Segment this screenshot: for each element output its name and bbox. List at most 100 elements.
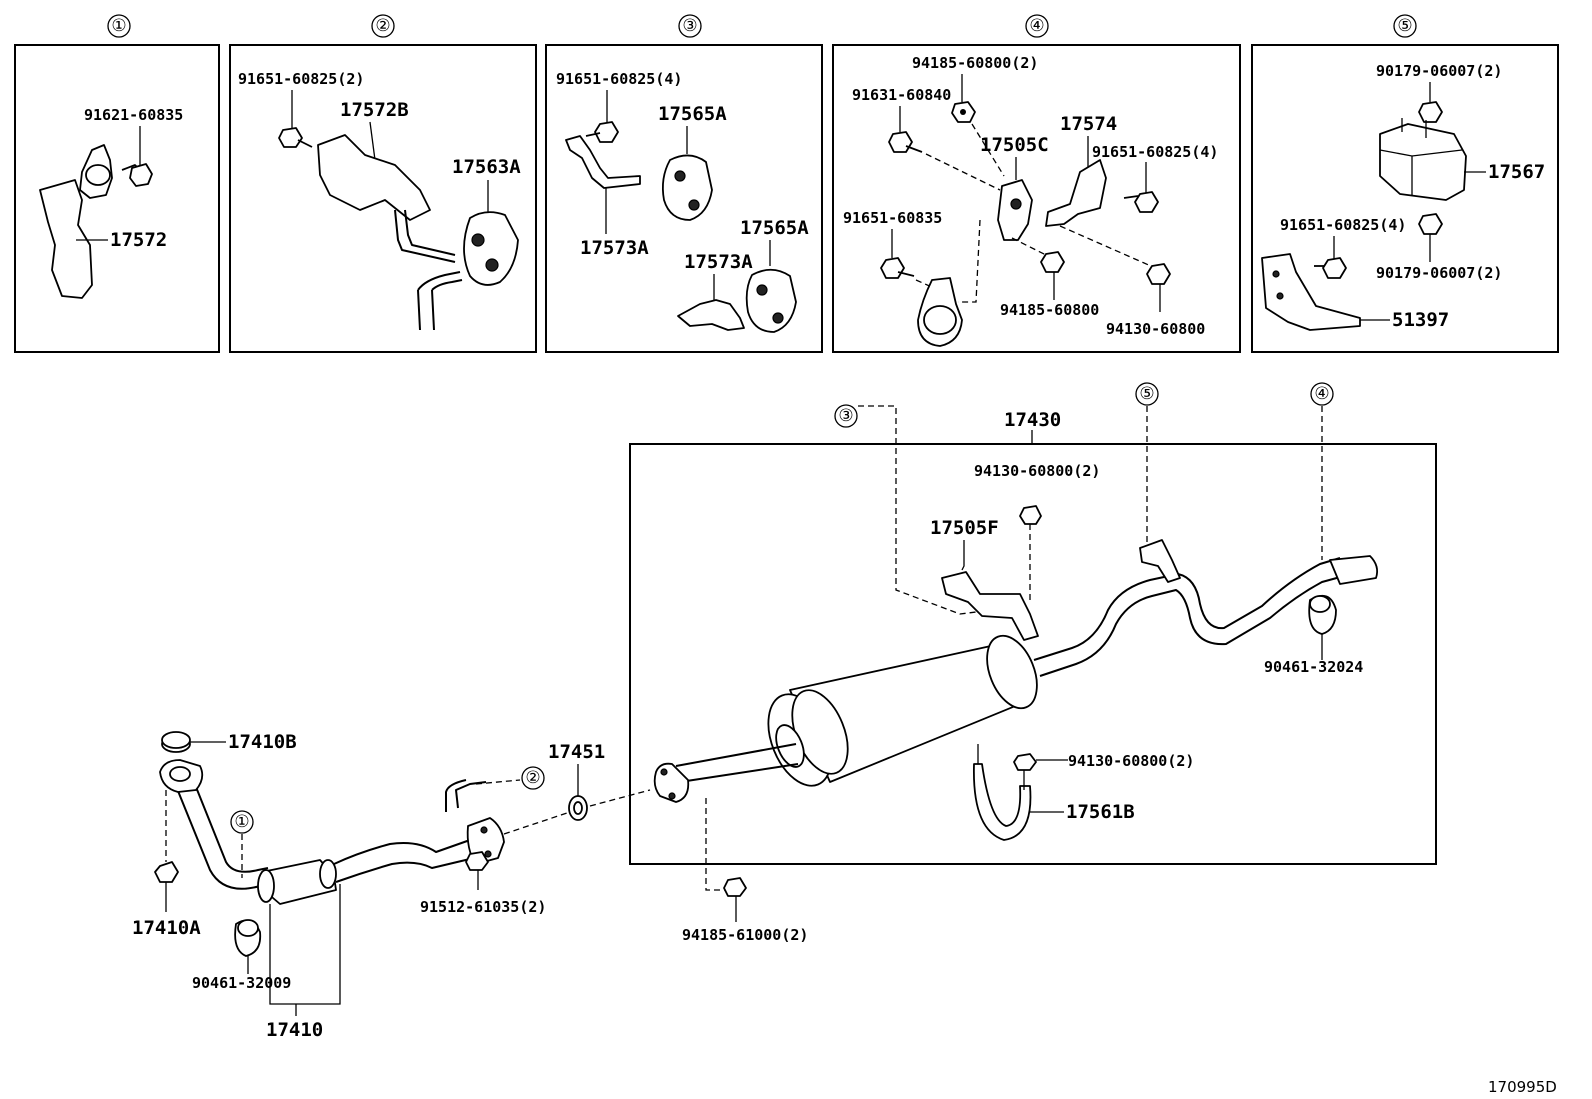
main-assembly: 17430 ③ ⑤ ④ 94130-60800(2) 17505F bbox=[132, 382, 1437, 1041]
label-17561b: 17561B bbox=[1066, 801, 1135, 823]
section-header-4: ④ bbox=[1025, 14, 1049, 38]
bolt-91512-61035-icon bbox=[465, 851, 489, 890]
tail-hanger bbox=[1139, 539, 1181, 583]
label-91621-60835: 91621-60835 bbox=[84, 106, 183, 124]
label-91631-60840: 91631-60840 bbox=[852, 86, 951, 104]
label-17410: 17410 bbox=[266, 1019, 323, 1041]
rubber-cushion-17565a-upper bbox=[661, 154, 713, 221]
muffler-assembly-box bbox=[629, 443, 1437, 865]
label-17565a-upper: 17565A bbox=[658, 103, 727, 125]
label-17565a-lower: 17565A bbox=[740, 217, 809, 239]
label-17572: 17572 bbox=[110, 229, 167, 251]
clamp-90461-32009-icon bbox=[234, 919, 262, 957]
callout-4: ④ bbox=[1314, 384, 1329, 404]
label-91512-61035: 91512-61035(2) bbox=[420, 898, 546, 916]
label-90461-32024: 90461-32024 bbox=[1264, 658, 1363, 676]
band-17561b-shape bbox=[973, 744, 1032, 841]
gasket-17410b-icon bbox=[161, 731, 191, 753]
bolt-91651-60835-icon bbox=[880, 257, 915, 279]
label-90179-06007-lower: 90179-06007(2) bbox=[1376, 264, 1502, 282]
label-17410b: 17410B bbox=[228, 731, 297, 753]
nut-90179-06007-lower-icon bbox=[1418, 213, 1443, 235]
section-number-3: ③ bbox=[682, 16, 697, 36]
section-number-1: ① bbox=[111, 16, 126, 36]
clamp-90461-32024-icon bbox=[1308, 594, 1337, 635]
section-box-1 bbox=[14, 44, 220, 353]
section-header-1: ① bbox=[107, 14, 131, 38]
bracket-17573a-upper-shape bbox=[565, 135, 641, 189]
bolt-91621-60835-icon bbox=[121, 163, 153, 187]
label-94130-60800-sec4: 94130-60800 bbox=[1106, 320, 1205, 338]
label-17572b: 17572B bbox=[340, 99, 409, 121]
muffler-inlet-flange bbox=[653, 762, 690, 803]
label-91651-60825-4-sec5: 91651-60825(4) bbox=[1280, 216, 1406, 234]
bracket-17505c-shape bbox=[997, 179, 1033, 241]
section-1: 91621-60835 17572 bbox=[39, 106, 183, 299]
label-17567: 17567 bbox=[1488, 161, 1545, 183]
label-17451: 17451 bbox=[548, 741, 605, 763]
nut-90179-06007-top-icon bbox=[1418, 101, 1443, 123]
rubber-cushion-17565a-lower bbox=[745, 268, 797, 333]
section-number-5: ⑤ bbox=[1397, 16, 1412, 36]
label-17563a: 17563A bbox=[452, 156, 521, 178]
mount-17567-shape bbox=[1379, 118, 1467, 201]
label-17430: 17430 bbox=[1004, 409, 1061, 431]
section-header-3: ③ bbox=[678, 14, 702, 38]
section-box-3 bbox=[545, 44, 823, 353]
section-box-4 bbox=[832, 44, 1241, 353]
callout-2: ② bbox=[525, 768, 540, 788]
section-5: 90179-06007(2) 17567 91651-60825(4) 9017… bbox=[1261, 62, 1545, 331]
nut-94130-60800-upper-icon bbox=[1019, 505, 1042, 525]
tail-pipe-tip bbox=[1329, 555, 1379, 585]
bracket-17572-shape bbox=[39, 179, 93, 299]
section-number-2: ② bbox=[375, 16, 390, 36]
section-2: 91651-60825(2) 17572B 17563A bbox=[238, 70, 521, 331]
hanger-rod bbox=[394, 209, 456, 263]
label-94185-60800-2: 94185-60800(2) bbox=[912, 54, 1038, 72]
muffler-17430-shape bbox=[767, 634, 1038, 787]
callout-1: ① bbox=[234, 812, 249, 832]
gasket-17410a-icon bbox=[154, 861, 179, 883]
nut-94185-61000-icon bbox=[723, 877, 747, 897]
callout-3: ③ bbox=[838, 406, 853, 426]
rubber-cushion-17563a bbox=[463, 211, 519, 286]
section-header-2: ② bbox=[371, 14, 395, 38]
label-94185-60800-sec4: 94185-60800 bbox=[1000, 301, 1099, 319]
label-17505f: 17505F bbox=[930, 517, 999, 539]
section-4: 94185-60800(2) 91631-60840 17505C 17574 … bbox=[843, 54, 1218, 347]
label-91651-60825-2: 91651-60825(2) bbox=[238, 70, 364, 88]
label-17573a-lower: 17573A bbox=[684, 251, 753, 273]
bracket-17572b-shape bbox=[317, 134, 431, 221]
nut-94185-60800-icon bbox=[951, 101, 976, 123]
section-header-5: ⑤ bbox=[1393, 14, 1417, 38]
bolt-91651-60825-icon bbox=[278, 127, 313, 148]
bracket-17574-shape bbox=[1045, 159, 1107, 227]
section-box-2 bbox=[229, 44, 537, 353]
label-17410a: 17410A bbox=[132, 917, 201, 939]
section-3: 91651-60825(4) 17573A 17565A 17565A 1757… bbox=[556, 70, 809, 333]
label-94130-60800-band: 94130-60800(2) bbox=[1068, 752, 1194, 770]
label-94185-61000: 94185-61000(2) bbox=[682, 926, 808, 944]
section-box-5 bbox=[1251, 44, 1559, 353]
front-pipe-inlet-flange bbox=[159, 759, 204, 793]
nut-94185-60800-sec4-icon bbox=[1040, 251, 1065, 273]
nut-94130-60800-band-icon bbox=[1013, 753, 1037, 771]
label-17505c: 17505C bbox=[980, 134, 1049, 156]
label-51397: 51397 bbox=[1392, 309, 1449, 331]
bracket-17573a-lower-shape bbox=[677, 299, 745, 331]
label-90179-06007-top: 90179-06007(2) bbox=[1376, 62, 1502, 80]
bracket-51397-shape bbox=[1261, 253, 1361, 331]
exhaust-pipe-stub bbox=[417, 271, 463, 331]
bracket-17505f-shape bbox=[941, 571, 1039, 641]
label-94130-60800-upper: 94130-60800(2) bbox=[974, 462, 1100, 480]
callout-5: ⑤ bbox=[1139, 384, 1154, 404]
bolt-91651-60825-sec4-icon bbox=[1123, 191, 1159, 213]
figure-id: 170995D bbox=[1488, 1078, 1557, 1096]
label-90461-32009: 90461-32009 bbox=[192, 974, 291, 992]
nut-94130-60800-icon bbox=[1146, 263, 1171, 285]
tail-pipe bbox=[1033, 557, 1345, 677]
bolt-sec3-icon bbox=[585, 121, 619, 143]
clamp-sec4-shape bbox=[917, 277, 963, 347]
label-91651-60825-4-sec4: 91651-60825(4) bbox=[1092, 143, 1218, 161]
